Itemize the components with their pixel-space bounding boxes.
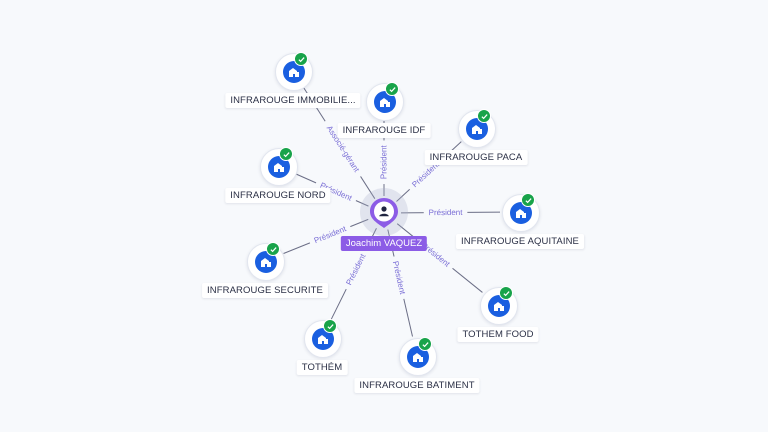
verified-check-icon [294,52,308,66]
company-label: INFRAROUGE PACA [424,150,528,165]
company-node-circle [247,242,285,281]
building-icon [312,328,334,350]
company-node-circle [275,52,313,91]
edge-label-background [423,207,468,218]
edge-label-background [341,247,371,292]
building-icon [488,295,510,317]
verified-check-icon [279,147,293,161]
building-icon [466,118,488,140]
building-icon [510,202,532,224]
company-label: INFRAROUGE IMMOBILIE... [225,93,361,108]
verified-check-icon [418,337,432,351]
company-node-circle [480,286,518,325]
verified-check-icon [521,193,535,207]
verified-check-icon [385,82,399,96]
edge-relation-label: Président [380,145,389,180]
company-label: INFRAROUGE NORD [225,188,331,203]
company-node-circle [304,319,342,358]
edge-label-background [320,118,365,180]
edge-relation-label: Président [429,208,464,217]
building-icon [255,251,277,273]
edge-label-group: Président [423,207,468,218]
company-node-circle [458,109,496,148]
edge-label-background [308,221,353,248]
building-icon [374,91,396,113]
verified-check-icon [323,319,337,333]
verified-check-icon [477,109,491,123]
building-icon [283,61,305,83]
edge-label-background [406,156,446,193]
person-pin-icon [370,198,398,228]
edge-label-background [314,178,358,206]
edge-relation-label: Président [391,260,408,296]
edge-label-background [379,140,389,185]
edge-label-group: Président [341,247,371,292]
person-name-label: Joachim VAQUEZ [340,236,428,251]
company-label: INFRAROUGE SECURITE [202,283,328,298]
building-icon [268,156,290,178]
company-node-circle [260,147,298,186]
company-node-circle [502,193,540,232]
company-label: INFRAROUGE AQUITAINE [456,234,584,249]
edge-label-background [389,255,409,301]
building-icon [407,346,429,368]
edge-label-group: Président [389,255,409,301]
company-label: TOTHEM FOOD [457,327,539,342]
edge-label-group: Président [379,140,389,185]
company-label: INFRAROUGE IDF [337,123,431,138]
verified-check-icon [499,286,513,300]
company-label: INFRAROUGE BATIMENT [354,378,480,393]
company-label: TOTHÉM [296,360,348,375]
company-node-circle [399,337,437,376]
verified-check-icon [266,242,280,256]
edge-relation-label: Président [344,252,367,287]
company-node-circle [366,82,404,121]
